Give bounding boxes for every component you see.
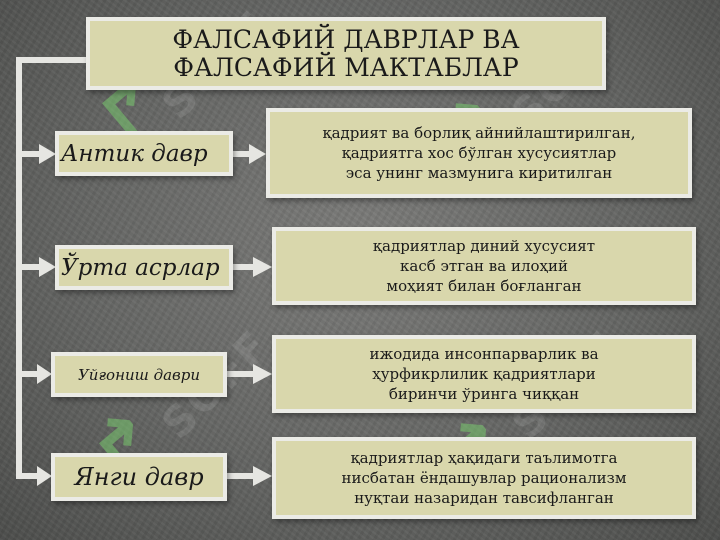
description-line: моҳият билан боғланган: [386, 277, 582, 295]
description-line: қадриятга хос бўлган хусусиятлар: [341, 144, 617, 162]
era-connector: [19, 264, 41, 270]
description-box-yangi: қадриятлар ҳақидаги таълимотга нисбатан …: [272, 437, 696, 519]
desc-connector: [227, 371, 255, 377]
desc-connector: [233, 264, 255, 270]
era-label: Антик давр: [61, 140, 208, 167]
arrow-right-icon: [39, 257, 56, 277]
arrow-right-icon: [249, 144, 266, 164]
arrow-right-icon: [37, 364, 52, 384]
era-box-antik: Антик давр: [55, 131, 233, 176]
era-box-urta: Ўрта асрлар: [55, 245, 233, 290]
arrow-right-icon: [253, 466, 272, 486]
era-label: Уйғониш даври: [77, 365, 201, 384]
arrow-right-icon: [37, 466, 52, 486]
era-box-yangi: Янги давр: [51, 453, 227, 501]
arrow-right-icon: [253, 364, 272, 384]
description-box-urta: қадриятлар диний хусусият касб этган ва …: [272, 227, 696, 305]
era-box-uygonish: Уйғониш даври: [51, 352, 227, 397]
description-line: нуқтаи назаридан тавсифланган: [354, 489, 614, 507]
era-connector: [19, 473, 39, 479]
description-line: биринчи ўринга чиққан: [388, 385, 580, 403]
description-line: қадриятлар ҳақидаги таълимотга: [350, 449, 618, 467]
era-label: Янги давр: [74, 463, 204, 491]
title-line-2: ФАЛСАФИЙ МАКТАБЛАР: [173, 52, 519, 82]
description-box-uygonish: ижодида инсонпарварлик ва ҳурфикрлилик қ…: [272, 335, 696, 413]
description-line: касб этган ва илоҳий: [400, 257, 568, 275]
description-line: ижодида инсонпарварлик ва: [369, 345, 599, 363]
title-line-1: ФАЛСАФИЙ ДАВРЛАР ВА: [172, 24, 520, 54]
description-line: нисбатан ёндашувлар рационализм: [341, 469, 627, 487]
description-line: ҳурфикрлилик қадриятлари: [372, 365, 596, 383]
description-line: қадриятлар диний хусусият: [372, 237, 596, 255]
description-line: эса унинг мазмунига киритилган: [345, 164, 613, 182]
arrow-right-icon: [39, 144, 56, 164]
arrow-right-icon: [253, 257, 272, 277]
desc-connector: [227, 473, 255, 479]
era-label: Ўрта асрлар: [61, 254, 220, 281]
title-connector: [16, 57, 88, 63]
desc-connector: [233, 151, 251, 157]
description-box-antik: қадрият ва борлиқ айнийлаштирилган, қадр…: [266, 108, 692, 198]
era-connector: [19, 371, 39, 377]
page-title: ФАЛСАФИЙ ДАВРЛАР ВА ФАЛСАФИЙ МАКТАБЛАР: [86, 17, 606, 90]
description-line: қадрият ва борлиқ айнийлаштирилган,: [322, 124, 636, 142]
era-connector: [19, 151, 41, 157]
